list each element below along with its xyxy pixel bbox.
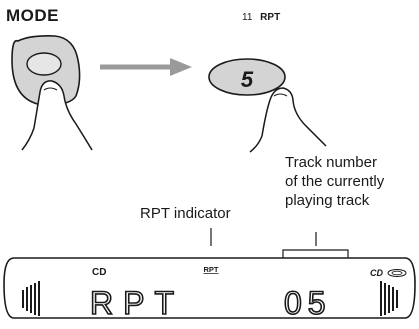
track-number-bracket [282, 232, 349, 258]
right-segment-bars [380, 281, 398, 316]
button-display-char: 5 [241, 67, 254, 92]
cd-source-label: CD [92, 267, 106, 278]
left-segment-bars [22, 281, 40, 316]
step-number: 11 [242, 12, 253, 23]
mode-button-icon[interactable] [11, 35, 81, 106]
display-track-number: 05 [284, 285, 332, 321]
finger-icon [249, 87, 327, 153]
lcd-display-panel: CD RPT RPT 05 CD [3, 257, 416, 322]
arrow-right-icon [100, 58, 192, 76]
track-callout-line-3: playing track [285, 192, 370, 209]
finger-icon [21, 80, 93, 151]
cd-icon-label: CD [370, 268, 383, 278]
oval-button-icon[interactable]: 5 [208, 58, 286, 96]
display-main-text: RPT [90, 285, 184, 321]
mode-label: MODE [6, 6, 59, 25]
step-indicator-label: RPT [260, 12, 281, 23]
track-callout-line-2: of the currently [285, 173, 385, 190]
rpt-indicator-callout: RPT indicator [140, 205, 231, 222]
rpt-small-indicator: RPT [204, 265, 219, 274]
track-number-callout: Track number of the currently playing tr… [285, 153, 384, 210]
step-header: 11 RPT [242, 12, 280, 23]
track-callout-line-1: Track number [285, 154, 377, 171]
cd-disc-icon: CD [370, 268, 407, 278]
